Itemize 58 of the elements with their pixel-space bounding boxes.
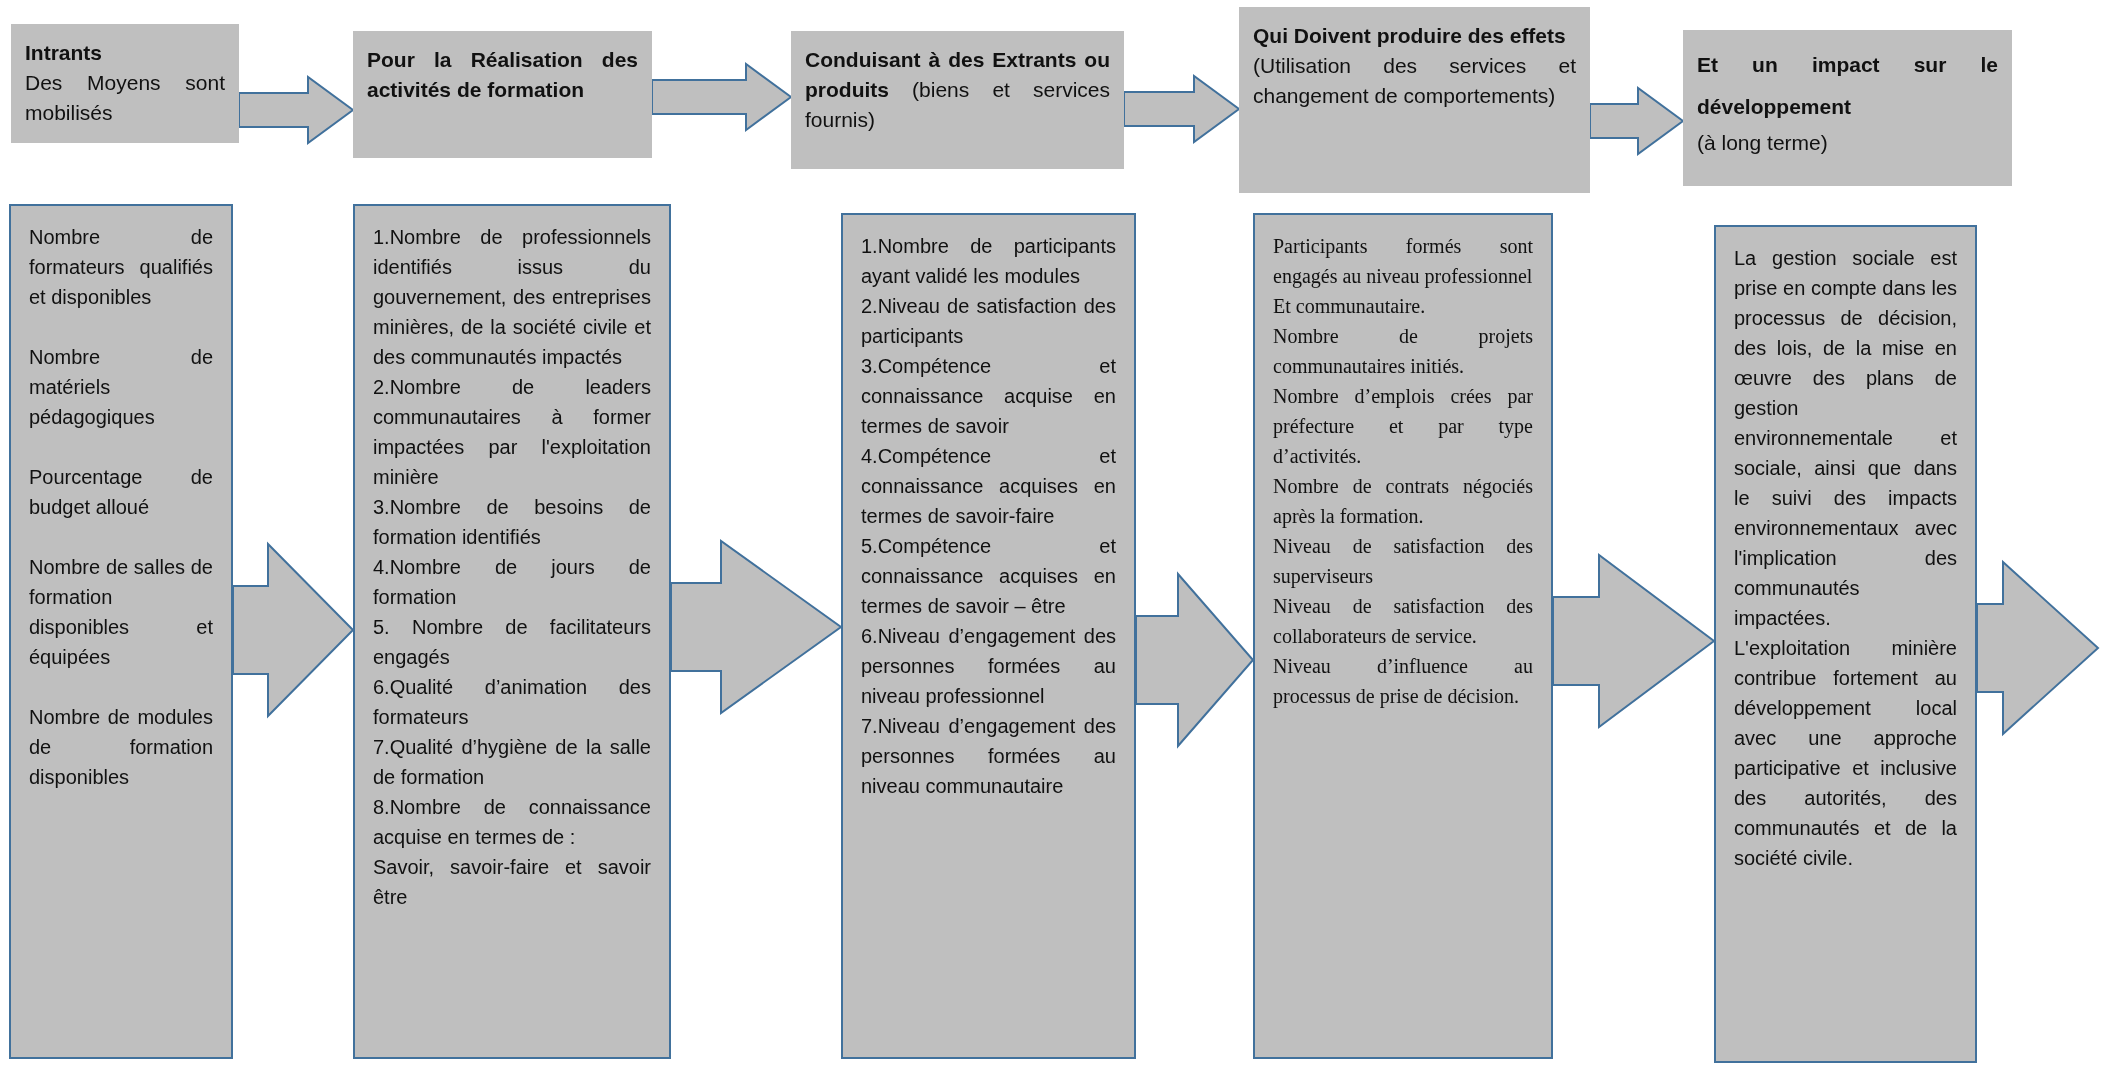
text-box <box>1714 225 1977 1063</box>
list-item: 4.Compétence et connaissance acquises en termes de savoir-faire <box>861 444 1116 529</box>
text-box <box>353 31 652 158</box>
list-item: 7.Qualité d’hygiène de la salle de formation <box>373 735 651 790</box>
list-item: Et communautaire. <box>1273 294 1427 319</box>
text-box <box>353 204 671 1059</box>
body-text: Des Moyens sont mobilisés <box>25 70 225 126</box>
heading: Et un impact sur le développement <box>1697 52 1998 120</box>
list-item: Niveau d’influence au processus de prise de décision. <box>1273 654 1533 710</box>
list-item: Niveau de satisfaction des collaborateurs de service. <box>1273 594 1533 649</box>
list-item: Pourcentage de budget alloué <box>29 465 213 520</box>
list-item: Nombre de formateurs qualifiés et disponibles <box>29 225 213 310</box>
block-arrow <box>1123 74 1241 144</box>
block-arrow <box>651 62 793 132</box>
list-item: 7.Niveau d’engagement des personnes formées au niveau communautaire <box>861 714 1116 799</box>
list-item: 6.Qualité d’animation des formateurs <box>373 675 651 730</box>
text-box <box>841 213 1136 1059</box>
list-item: Nombre de matériels pédagogiques <box>29 345 213 430</box>
list-item: Nombre de projets communautaires initiés. <box>1273 324 1533 379</box>
list-item: Nombre de modules de formation disponibles <box>29 705 213 790</box>
list-item: Savoir, savoir-faire et savoir être <box>373 855 651 910</box>
text-box <box>791 31 1124 169</box>
block-arrow <box>1135 571 1255 749</box>
body-text: Conduisant à des Extrants ou produits (biens et services fournis) <box>805 47 1110 133</box>
list-item: 5.Compétence et connaissance acquises en termes de savoir – être <box>861 534 1116 619</box>
list-item: 5. Nombre de facilitateurs engagés <box>373 615 651 670</box>
list-item: Nombre de salles de formation disponibles et équipées <box>29 555 213 670</box>
list-item: 6.Niveau d’engagement des personnes formées au niveau professionnel <box>861 624 1116 709</box>
list-item: L'exploitation minière contribue fortement au développement local avec une approche participative et inclusive des autorités, des communautés et de la société civile. <box>1734 636 1957 871</box>
text-box <box>1253 213 1553 1059</box>
heading: Intrants <box>25 40 103 66</box>
list-item: 8.Nombre de connaissance acquise en termes de : <box>373 795 651 850</box>
block-arrow <box>1552 553 1716 729</box>
block-arrow <box>1976 559 2100 737</box>
list-item: 3.Compétence et connaissance acquise en termes de savoir <box>861 354 1116 439</box>
list-item: 1.Nombre de professionnels identifiés issus du gouvernement, des entreprises minières, de la société civile et des communautés impactés <box>373 225 651 370</box>
list-item: La gestion sociale est prise en compte dans les processus de décision, des lois, de la mise en œuvre des plans de gestion environnementale et sociale, ainsi que dans le suivi des impacts environnementaux avec l'implication des communautés impactées. <box>1734 246 1957 631</box>
list-item: Participants formés sont engagés au niveau professionnel <box>1273 234 1533 290</box>
heading: Pour la Réalisation des activités de formation <box>367 47 638 103</box>
body-text: (Utilisation des services et changement de comportements) <box>1253 53 1576 109</box>
text-box <box>11 24 239 143</box>
heading: Qui Doivent produire des effets <box>1253 23 1567 49</box>
body-text: (à long terme) <box>1697 130 1829 156</box>
block-arrow <box>1589 86 1685 156</box>
list-item: 3.Nombre de besoins de formation identifiés <box>373 495 651 550</box>
text-box <box>1683 30 2012 186</box>
block-arrow <box>670 539 843 715</box>
list-item: Nombre d’emplois crées par préfecture et par type d’activités. <box>1273 384 1533 469</box>
list-item: Nombre de contrats négociés après la formation. <box>1273 474 1533 530</box>
list-item: 2.Nombre de leaders communautaires à former impactées par l'exploitation minière <box>373 375 651 490</box>
list-item: 4.Nombre de jours de formation <box>373 555 651 610</box>
list-item: Niveau de satisfaction des superviseurs <box>1273 534 1533 590</box>
list-item: 1.Nombre de participants ayant validé les modules <box>861 234 1116 289</box>
block-arrow <box>232 541 355 719</box>
block-arrow <box>238 75 355 145</box>
text-box <box>1239 7 1590 193</box>
list-item: 2.Niveau de satisfaction des participants <box>861 294 1116 349</box>
text-box <box>9 204 233 1059</box>
